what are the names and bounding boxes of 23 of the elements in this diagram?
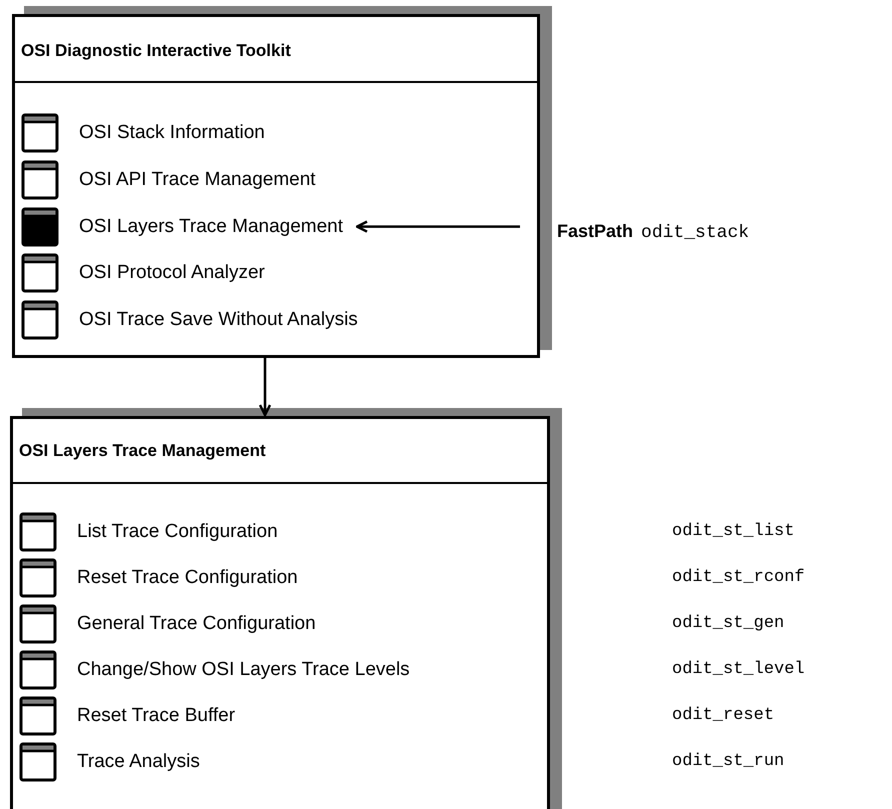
menu-title: OSI Diagnostic Interactive Toolkit	[21, 41, 291, 61]
menu-item-label: OSI Layers Trace Management	[79, 216, 344, 238]
command-name: odit_st_level	[672, 660, 805, 679]
command-name: odit_reset	[672, 706, 774, 725]
menu-item-label: Reset Trace Buffer	[77, 705, 236, 727]
menu-item-label: Change/Show OSI Layers Trace Levels	[77, 659, 410, 681]
menu-item-label: OSI Protocol Analyzer	[79, 262, 265, 284]
menu-item-label: OSI API Trace Management	[79, 168, 316, 191]
command-name: odit_st_rconf	[672, 568, 805, 587]
menu-item-label: Trace Analysis	[77, 751, 200, 773]
command-name: odit_stack	[641, 223, 750, 243]
arrow	[356, 220, 520, 233]
menu-item-label: List Trace Configuration	[77, 521, 278, 543]
menu-item-label: OSI Stack Information	[79, 122, 265, 144]
menu-title: OSI Layers Trace Management	[19, 441, 266, 461]
arrow	[258, 358, 272, 416]
menu-item-label: Reset Trace Configuration	[77, 567, 298, 589]
fastpath-label: FastPath	[557, 221, 634, 242]
command-name: odit_st_run	[672, 752, 784, 771]
command-name: odit_st_gen	[672, 614, 784, 633]
menu-item-label: General Trace Configuration	[77, 613, 316, 635]
menu-item-label: OSI Trace Save Without Analysis	[79, 309, 358, 332]
command-name: odit_st_list	[672, 522, 794, 541]
